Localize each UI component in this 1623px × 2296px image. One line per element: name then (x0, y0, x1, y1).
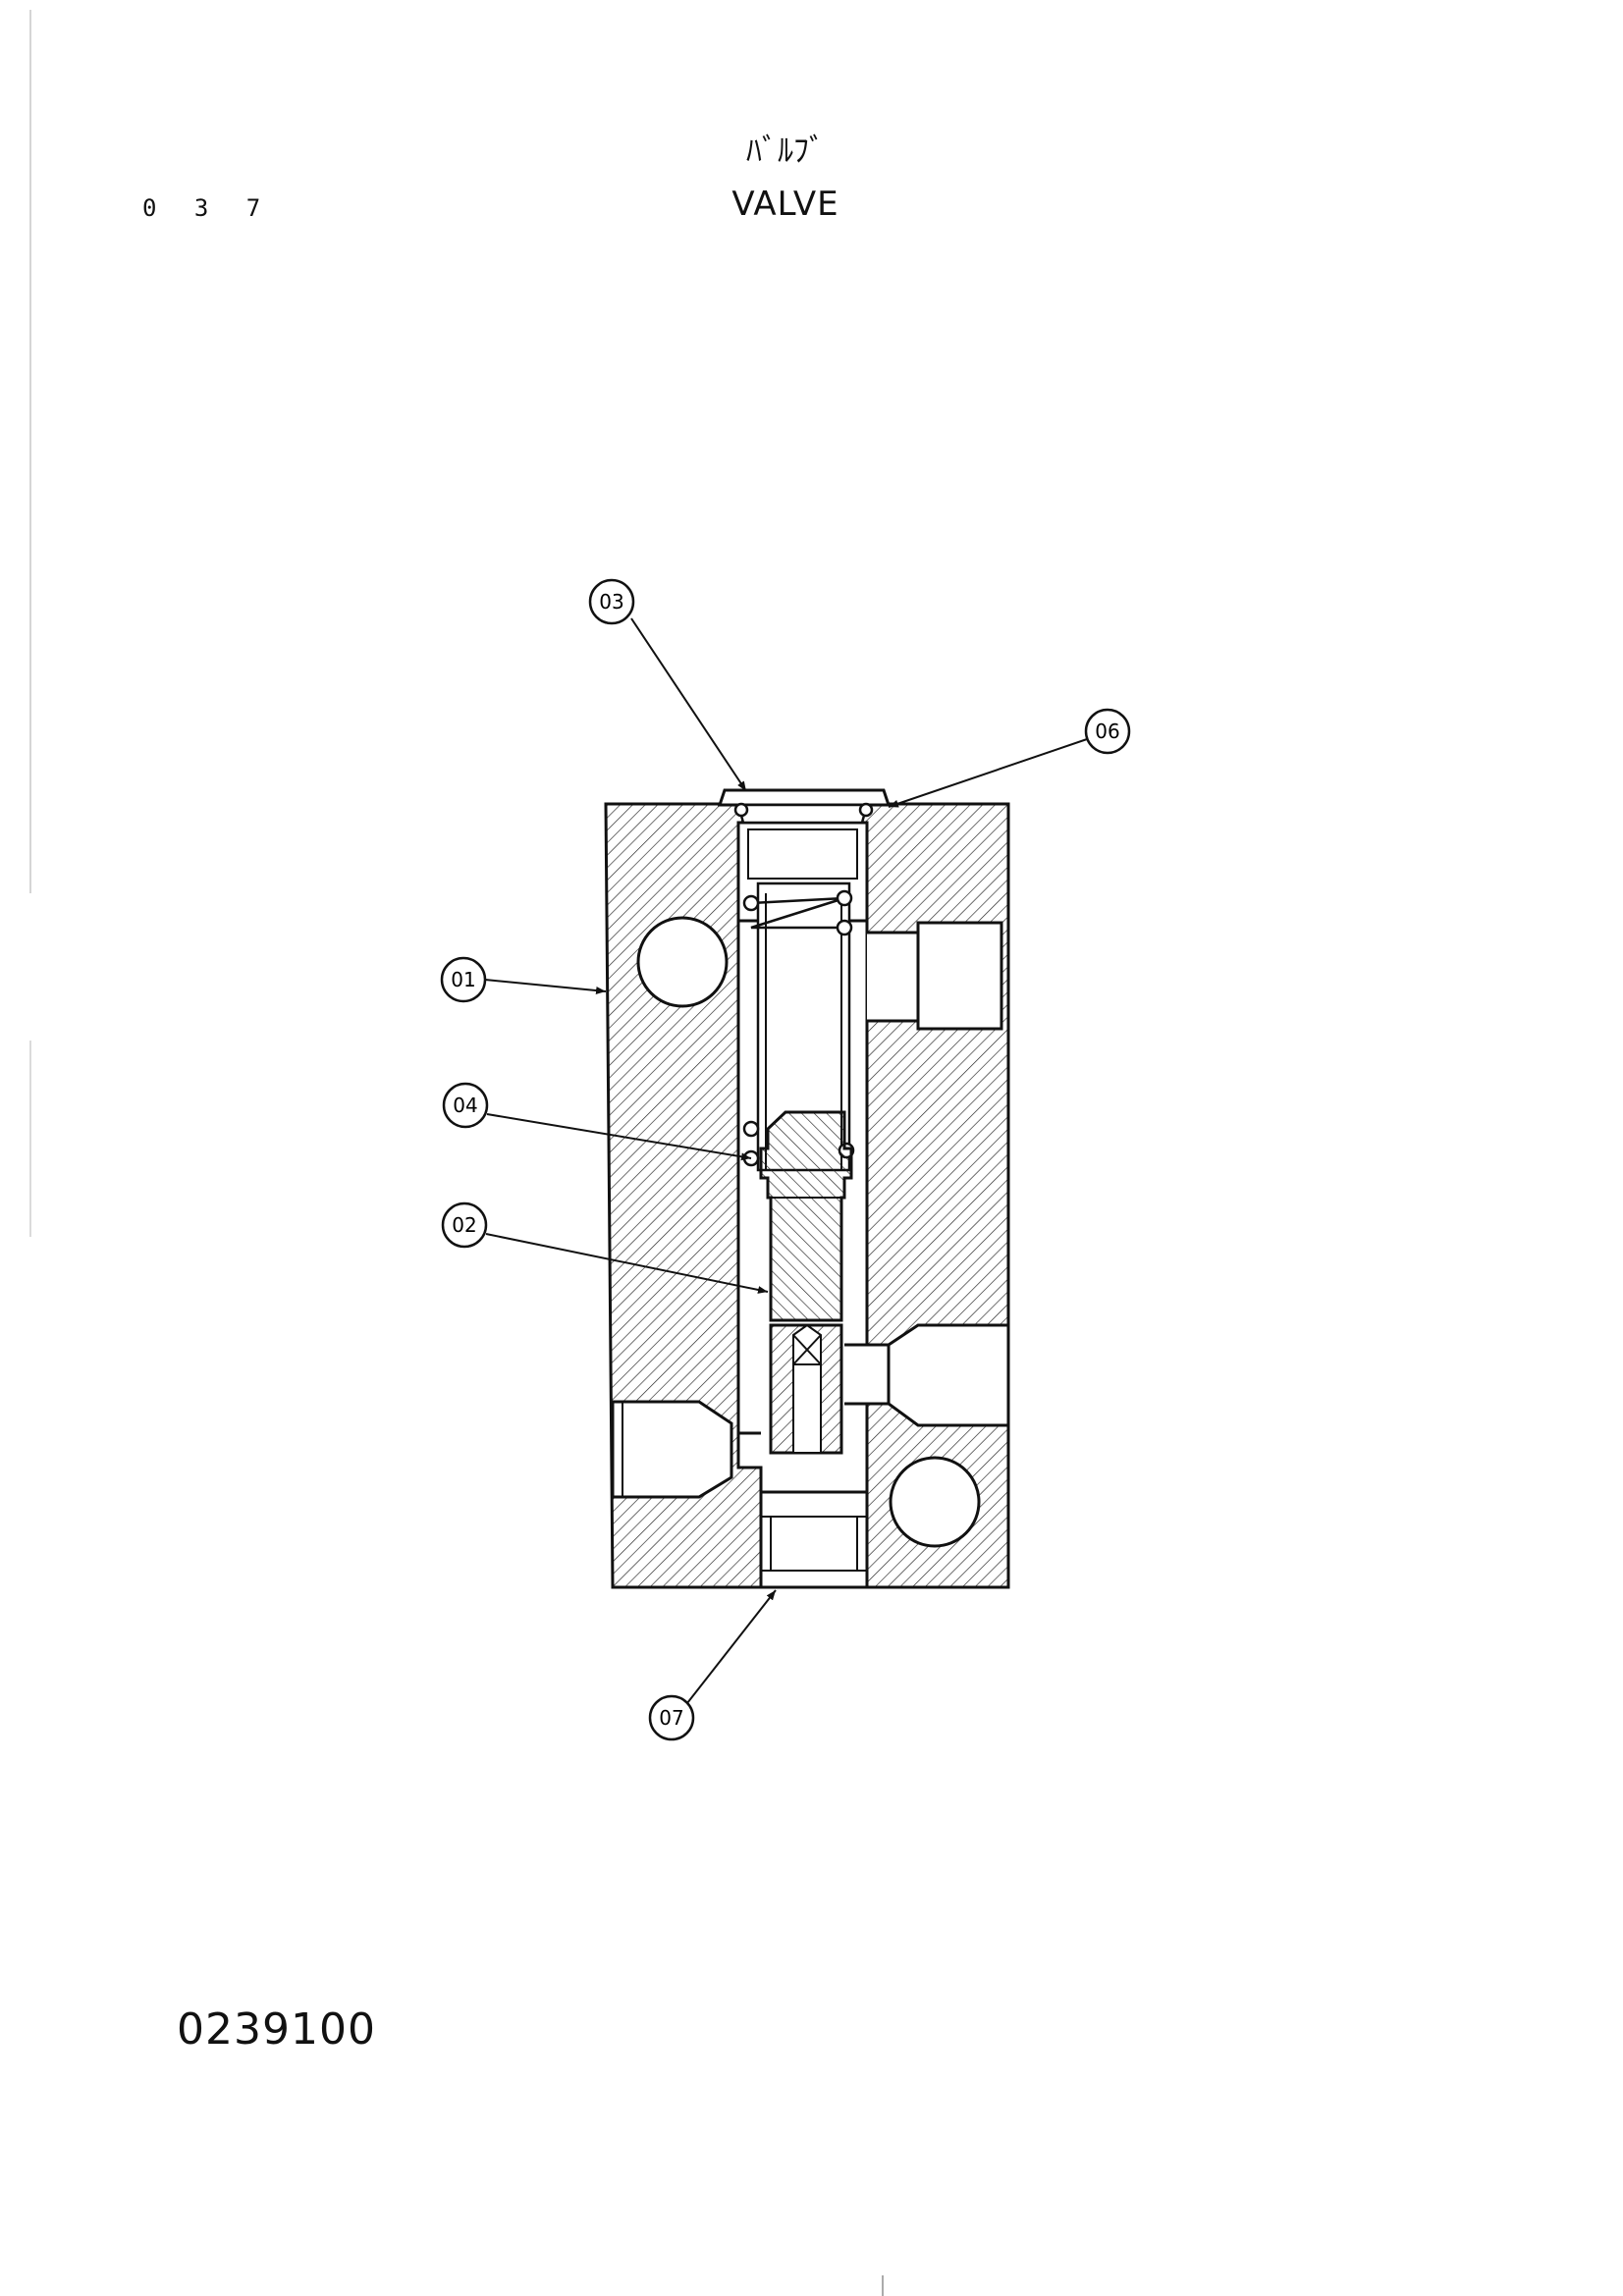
callout-07: 07 (648, 1694, 695, 1741)
valve-cap (717, 788, 892, 825)
callout-label: 06 (1095, 720, 1119, 743)
callout-03: 03 (588, 578, 635, 625)
callout-label: 01 (451, 968, 475, 991)
page-number: 0 3 7 (142, 194, 273, 222)
valve-body (604, 802, 1010, 1589)
callout-06: 06 (1084, 708, 1131, 755)
callout-label: 07 (659, 1706, 683, 1730)
callout-01: 01 (440, 956, 487, 1003)
scan-margin-mark (29, 10, 31, 893)
callout-04: 04 (442, 1082, 489, 1129)
callout-02: 02 (441, 1201, 488, 1249)
valve-spool (759, 1110, 853, 1455)
title-japanese: ﾊﾞﾙﾌﾞ (745, 132, 825, 169)
scan-margin-mark (29, 1041, 31, 1237)
callout-label: 02 (452, 1213, 476, 1237)
leader-lines (484, 617, 1091, 1704)
scan-bottom-tick (882, 2275, 884, 2296)
title-english: VALVE (731, 185, 839, 224)
callout-label: 04 (453, 1094, 477, 1117)
drawing-number: 0239100 (177, 2004, 376, 2055)
callout-label: 03 (599, 590, 623, 614)
